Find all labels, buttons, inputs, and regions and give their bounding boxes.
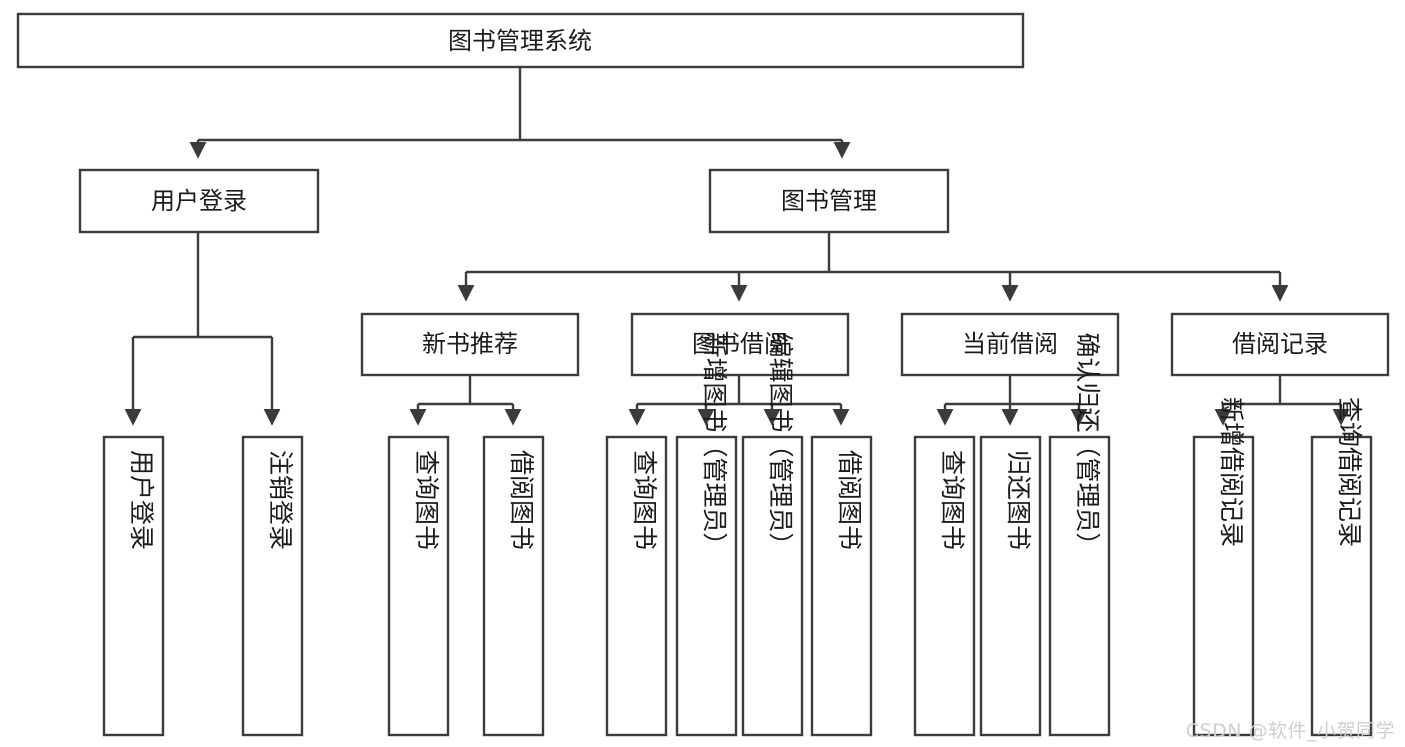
node-user-login-label: 用户登录 xyxy=(151,187,247,215)
node-borrow-record[interactable]: 借阅记录 xyxy=(1170,312,1390,377)
leaf-user-login-logout-label: 注销登录 xyxy=(266,450,295,550)
node-root-label: 图书管理系统 xyxy=(448,27,592,55)
node-book-management[interactable]: 图书管理 xyxy=(708,168,950,234)
node-book-borrow-label: 图书借阅 xyxy=(692,330,788,358)
leaf-user-login-logout[interactable]: 注销登录 xyxy=(241,435,304,737)
leaf-borrow-query-book[interactable]: 查询图书 xyxy=(605,435,668,737)
leaf-borrow-edit-book[interactable]: 编辑图书（管理员） xyxy=(741,332,804,737)
connector-currentborrow-to-leaves xyxy=(936,375,1088,426)
leaf-user-login-login[interactable]: 用户登录 xyxy=(102,435,165,737)
leaf-current-return-book-label: 归还图书 xyxy=(1004,450,1033,550)
connector-bookmgmt-to-level2 xyxy=(457,232,1289,302)
leaf-borrow-borrow-book[interactable]: 借阅图书 xyxy=(810,435,873,737)
node-current-borrow-label: 当前借阅 xyxy=(962,330,1058,358)
leaf-borrow-edit-book-label: 编辑图书（管理员） xyxy=(766,332,795,557)
leaf-new-book-borrow[interactable]: 借阅图书 xyxy=(482,435,545,737)
leaf-record-query-label: 查询借阅记录 xyxy=(1335,397,1364,547)
node-new-book-recommend-label: 新书推荐 xyxy=(422,330,518,358)
leaf-borrow-borrow-book-label: 借阅图书 xyxy=(835,450,864,550)
node-new-book-recommend[interactable]: 新书推荐 xyxy=(360,312,580,377)
connector-userlogin-to-leaves xyxy=(124,232,281,426)
leaf-new-book-query-label: 查询图书 xyxy=(412,450,441,550)
leaf-user-login-login-label: 用户登录 xyxy=(127,450,156,550)
node-current-borrow[interactable]: 当前借阅 xyxy=(900,312,1120,377)
leaf-new-book-borrow-label: 借阅图书 xyxy=(507,450,536,550)
leaf-current-query-book[interactable]: 查询图书 xyxy=(913,435,976,737)
connector-bookborrow-to-leaves xyxy=(628,375,850,426)
node-user-login[interactable]: 用户登录 xyxy=(78,168,320,234)
leaf-borrow-add-book[interactable]: 新增图书（管理员） xyxy=(675,332,738,737)
leaf-current-confirm-return[interactable]: 确认归还（管理员） xyxy=(1048,332,1111,737)
node-book-borrow[interactable]: 图书借阅 xyxy=(630,312,850,377)
node-root-book-management-system[interactable]: 图书管理系统 xyxy=(16,12,1025,69)
leaf-record-add[interactable]: 新增借阅记录 xyxy=(1192,397,1255,737)
leaf-borrow-add-book-label: 新增图书（管理员） xyxy=(700,332,729,557)
node-borrow-record-label: 借阅记录 xyxy=(1232,330,1328,358)
connector-root-to-level1 xyxy=(189,67,851,159)
leaf-current-query-book-label: 查询图书 xyxy=(938,450,967,550)
leaf-new-book-query[interactable]: 查询图书 xyxy=(387,435,450,737)
leaf-record-add-label: 新增借阅记录 xyxy=(1217,397,1246,547)
leaf-borrow-query-book-label: 查询图书 xyxy=(630,450,659,550)
leaf-current-confirm-return-label: 确认归还（管理员） xyxy=(1073,332,1102,557)
connector-newbook-to-leaves xyxy=(409,375,522,426)
node-book-management-label: 图书管理 xyxy=(781,187,877,215)
connector-borrowrecord-to-leaves xyxy=(1214,375,1350,426)
leaf-record-query[interactable]: 查询借阅记录 xyxy=(1310,397,1373,737)
leaf-current-return-book[interactable]: 归还图书 xyxy=(979,435,1042,737)
